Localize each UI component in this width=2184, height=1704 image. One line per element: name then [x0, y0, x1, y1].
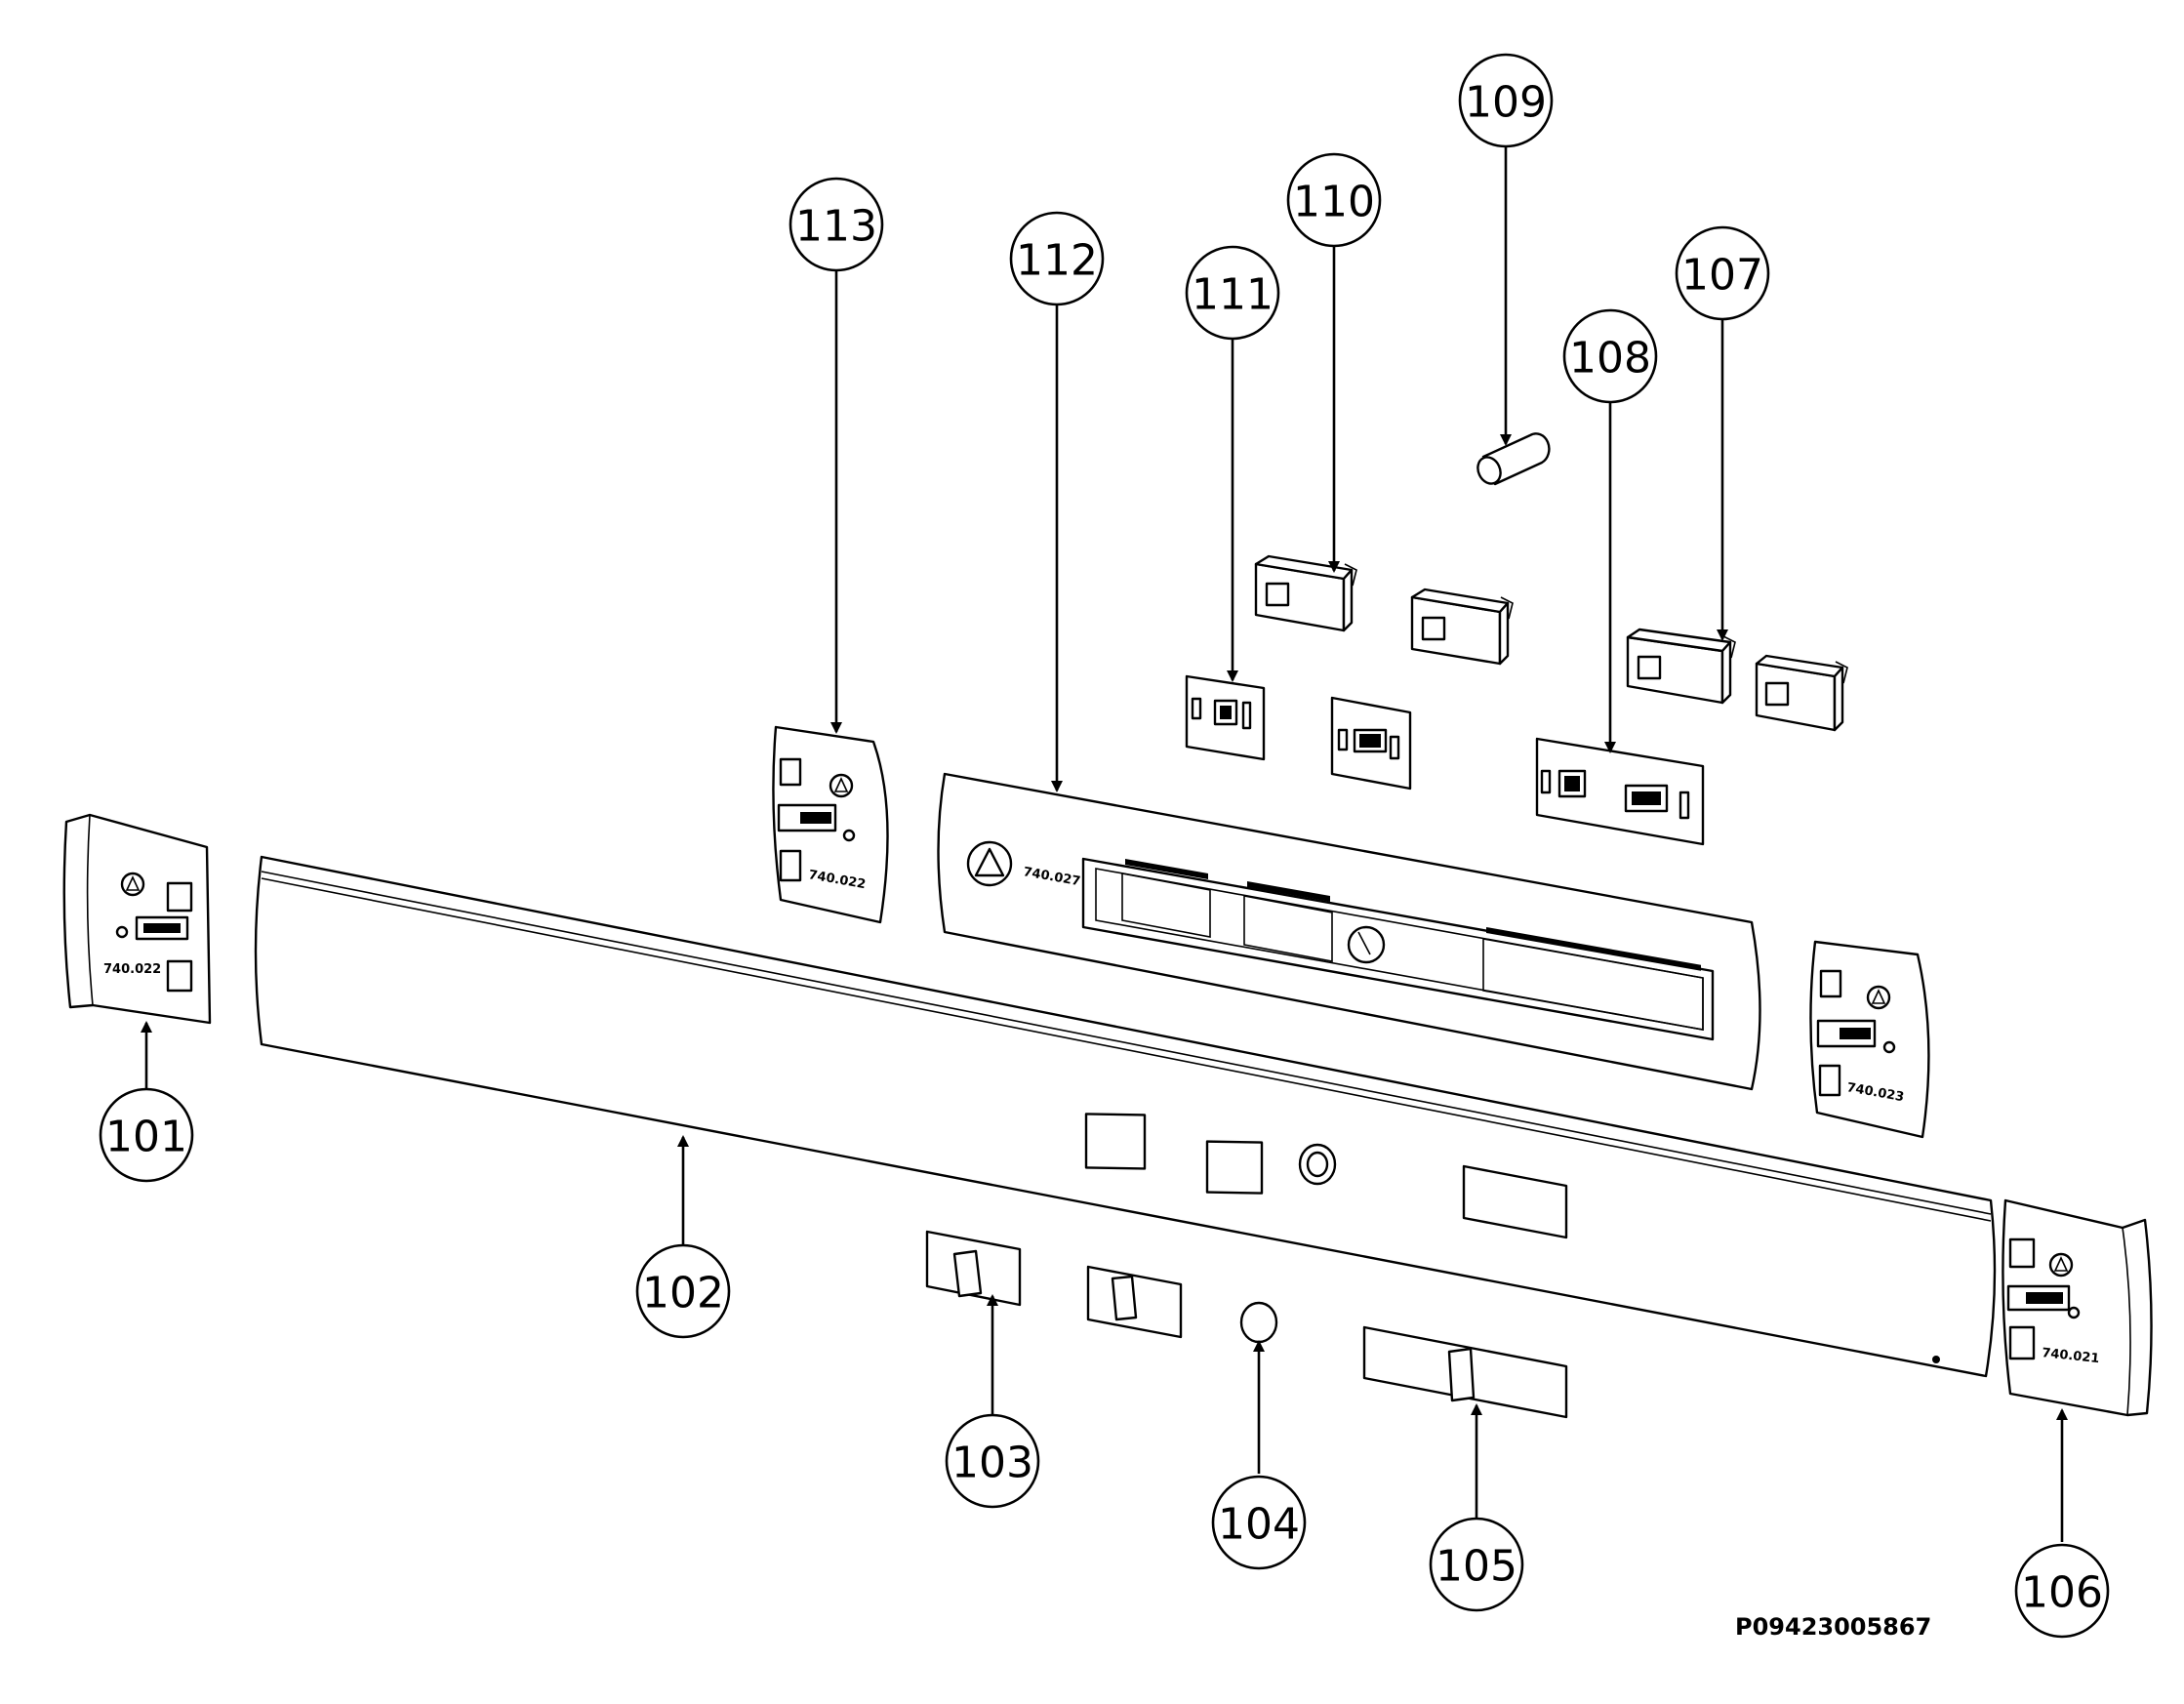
callout-101: 101	[99, 1087, 194, 1183]
front-panel-102	[254, 855, 1997, 1378]
end-cap-101: 740.022	[62, 813, 212, 1025]
cutout-left	[1084, 1113, 1147, 1170]
drawing-reference-number: P09423005867	[1735, 1613, 1931, 1641]
push-button-103-b	[1086, 1265, 1183, 1339]
micro-switch-110-a	[1254, 554, 1357, 632]
leader-lines	[141, 137, 2068, 1542]
micro-switch-107-b	[1755, 654, 1848, 732]
callout-112: 112	[1009, 211, 1105, 306]
end-cap-right-small: 740.023	[1809, 940, 1930, 1139]
callout-113: 113	[789, 177, 884, 272]
callout-107: 107	[1675, 225, 1770, 321]
end-cap-106: 740.021	[2002, 1198, 2153, 1417]
callout-105: 105	[1429, 1517, 1524, 1612]
control-bezel-112: 740.027	[937, 772, 1761, 1091]
circuit-board-108	[1535, 737, 1705, 846]
callout-109: 109	[1458, 53, 1554, 148]
svg-text:106: 106	[2021, 1568, 2103, 1618]
callout-103: 103	[945, 1413, 1040, 1509]
push-button-103-a	[925, 1230, 1022, 1307]
light-rod-109	[1476, 432, 1551, 486]
marking-106: 740.021	[2042, 1346, 2100, 1366]
micro-switch-110-b	[1410, 588, 1514, 666]
lens-104	[1239, 1301, 1278, 1344]
svg-text:107: 107	[1681, 251, 1763, 301]
micro-switch-107-a	[1626, 628, 1736, 705]
svg-text:101: 101	[105, 1113, 187, 1162]
svg-text:103: 103	[951, 1439, 1033, 1488]
svg-text:108: 108	[1569, 334, 1651, 384]
end-cap-113: 740.022	[772, 725, 889, 924]
svg-text:110: 110	[1293, 178, 1375, 227]
cutout-middle	[1205, 1140, 1264, 1195]
callout-102: 102	[635, 1243, 731, 1339]
svg-text:112: 112	[1016, 236, 1098, 286]
svg-text:105: 105	[1436, 1542, 1517, 1592]
svg-text:113: 113	[795, 202, 877, 252]
marking-101: 740.022	[103, 962, 161, 977]
circuit-board-111	[1185, 674, 1266, 761]
push-button-105	[1362, 1325, 1568, 1419]
callout-108: 108	[1562, 308, 1658, 404]
callout-106: 106	[2014, 1543, 2110, 1639]
svg-text:109: 109	[1465, 78, 1547, 128]
svg-text:102: 102	[642, 1269, 724, 1319]
callout-110: 110	[1286, 152, 1382, 248]
callout-111: 111	[1185, 245, 1280, 341]
svg-text:111: 111	[1192, 270, 1274, 320]
callout-104: 104	[1211, 1475, 1307, 1570]
circuit-board-111-b	[1330, 696, 1412, 791]
svg-text:104: 104	[1218, 1500, 1300, 1550]
cutout-wide	[1462, 1164, 1568, 1239]
